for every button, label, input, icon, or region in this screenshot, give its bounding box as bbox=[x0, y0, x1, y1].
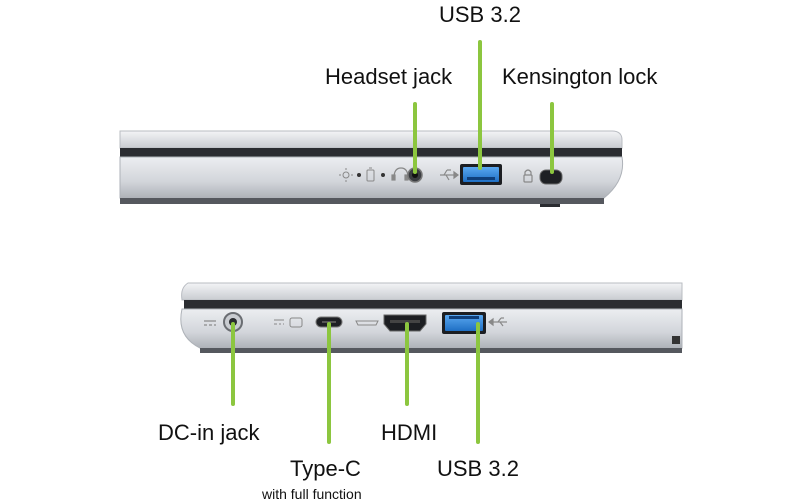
battery-led bbox=[381, 173, 385, 177]
usbc-symbol-icon bbox=[274, 317, 303, 328]
hdmi-contacts bbox=[390, 320, 420, 323]
leader-type-c bbox=[327, 322, 331, 444]
label-usb-bottom: USB 3.2 bbox=[437, 456, 519, 481]
power-led bbox=[357, 173, 361, 177]
leader-usb-top bbox=[478, 40, 482, 170]
leader-usb-bottom bbox=[476, 322, 480, 444]
battery-led-icon bbox=[366, 167, 375, 182]
usb-symbol-icon bbox=[440, 169, 459, 181]
top-laptop-side bbox=[119, 130, 624, 207]
hdmi-symbol-icon bbox=[355, 320, 379, 326]
headset-symbol-icon bbox=[391, 167, 409, 181]
dc-symbol-icon bbox=[204, 320, 216, 326]
leader-hdmi bbox=[405, 322, 409, 406]
leader-dc-in bbox=[231, 322, 235, 406]
label-dc-in-jack: DC-in jack bbox=[158, 420, 260, 445]
label-kensington-lock: Kensington lock bbox=[502, 64, 658, 89]
label-hdmi: HDMI bbox=[381, 420, 438, 445]
usb-a-port-top bbox=[460, 164, 502, 185]
power-led-icon bbox=[339, 168, 353, 182]
label-headset-jack: Headset jack bbox=[325, 64, 453, 89]
label-usb-top: USB 3.2 bbox=[439, 2, 521, 27]
label-type-c: Type-C bbox=[290, 456, 361, 481]
label-type-c-sub: with full function bbox=[262, 486, 362, 502]
usb-symbol-icon bbox=[488, 317, 507, 327]
leader-headset bbox=[413, 102, 417, 174]
bottom-laptop-side bbox=[180, 282, 683, 353]
leader-kensington bbox=[550, 102, 554, 174]
usb-a-port-bottom bbox=[442, 312, 486, 334]
lock-symbol-icon bbox=[523, 169, 533, 183]
